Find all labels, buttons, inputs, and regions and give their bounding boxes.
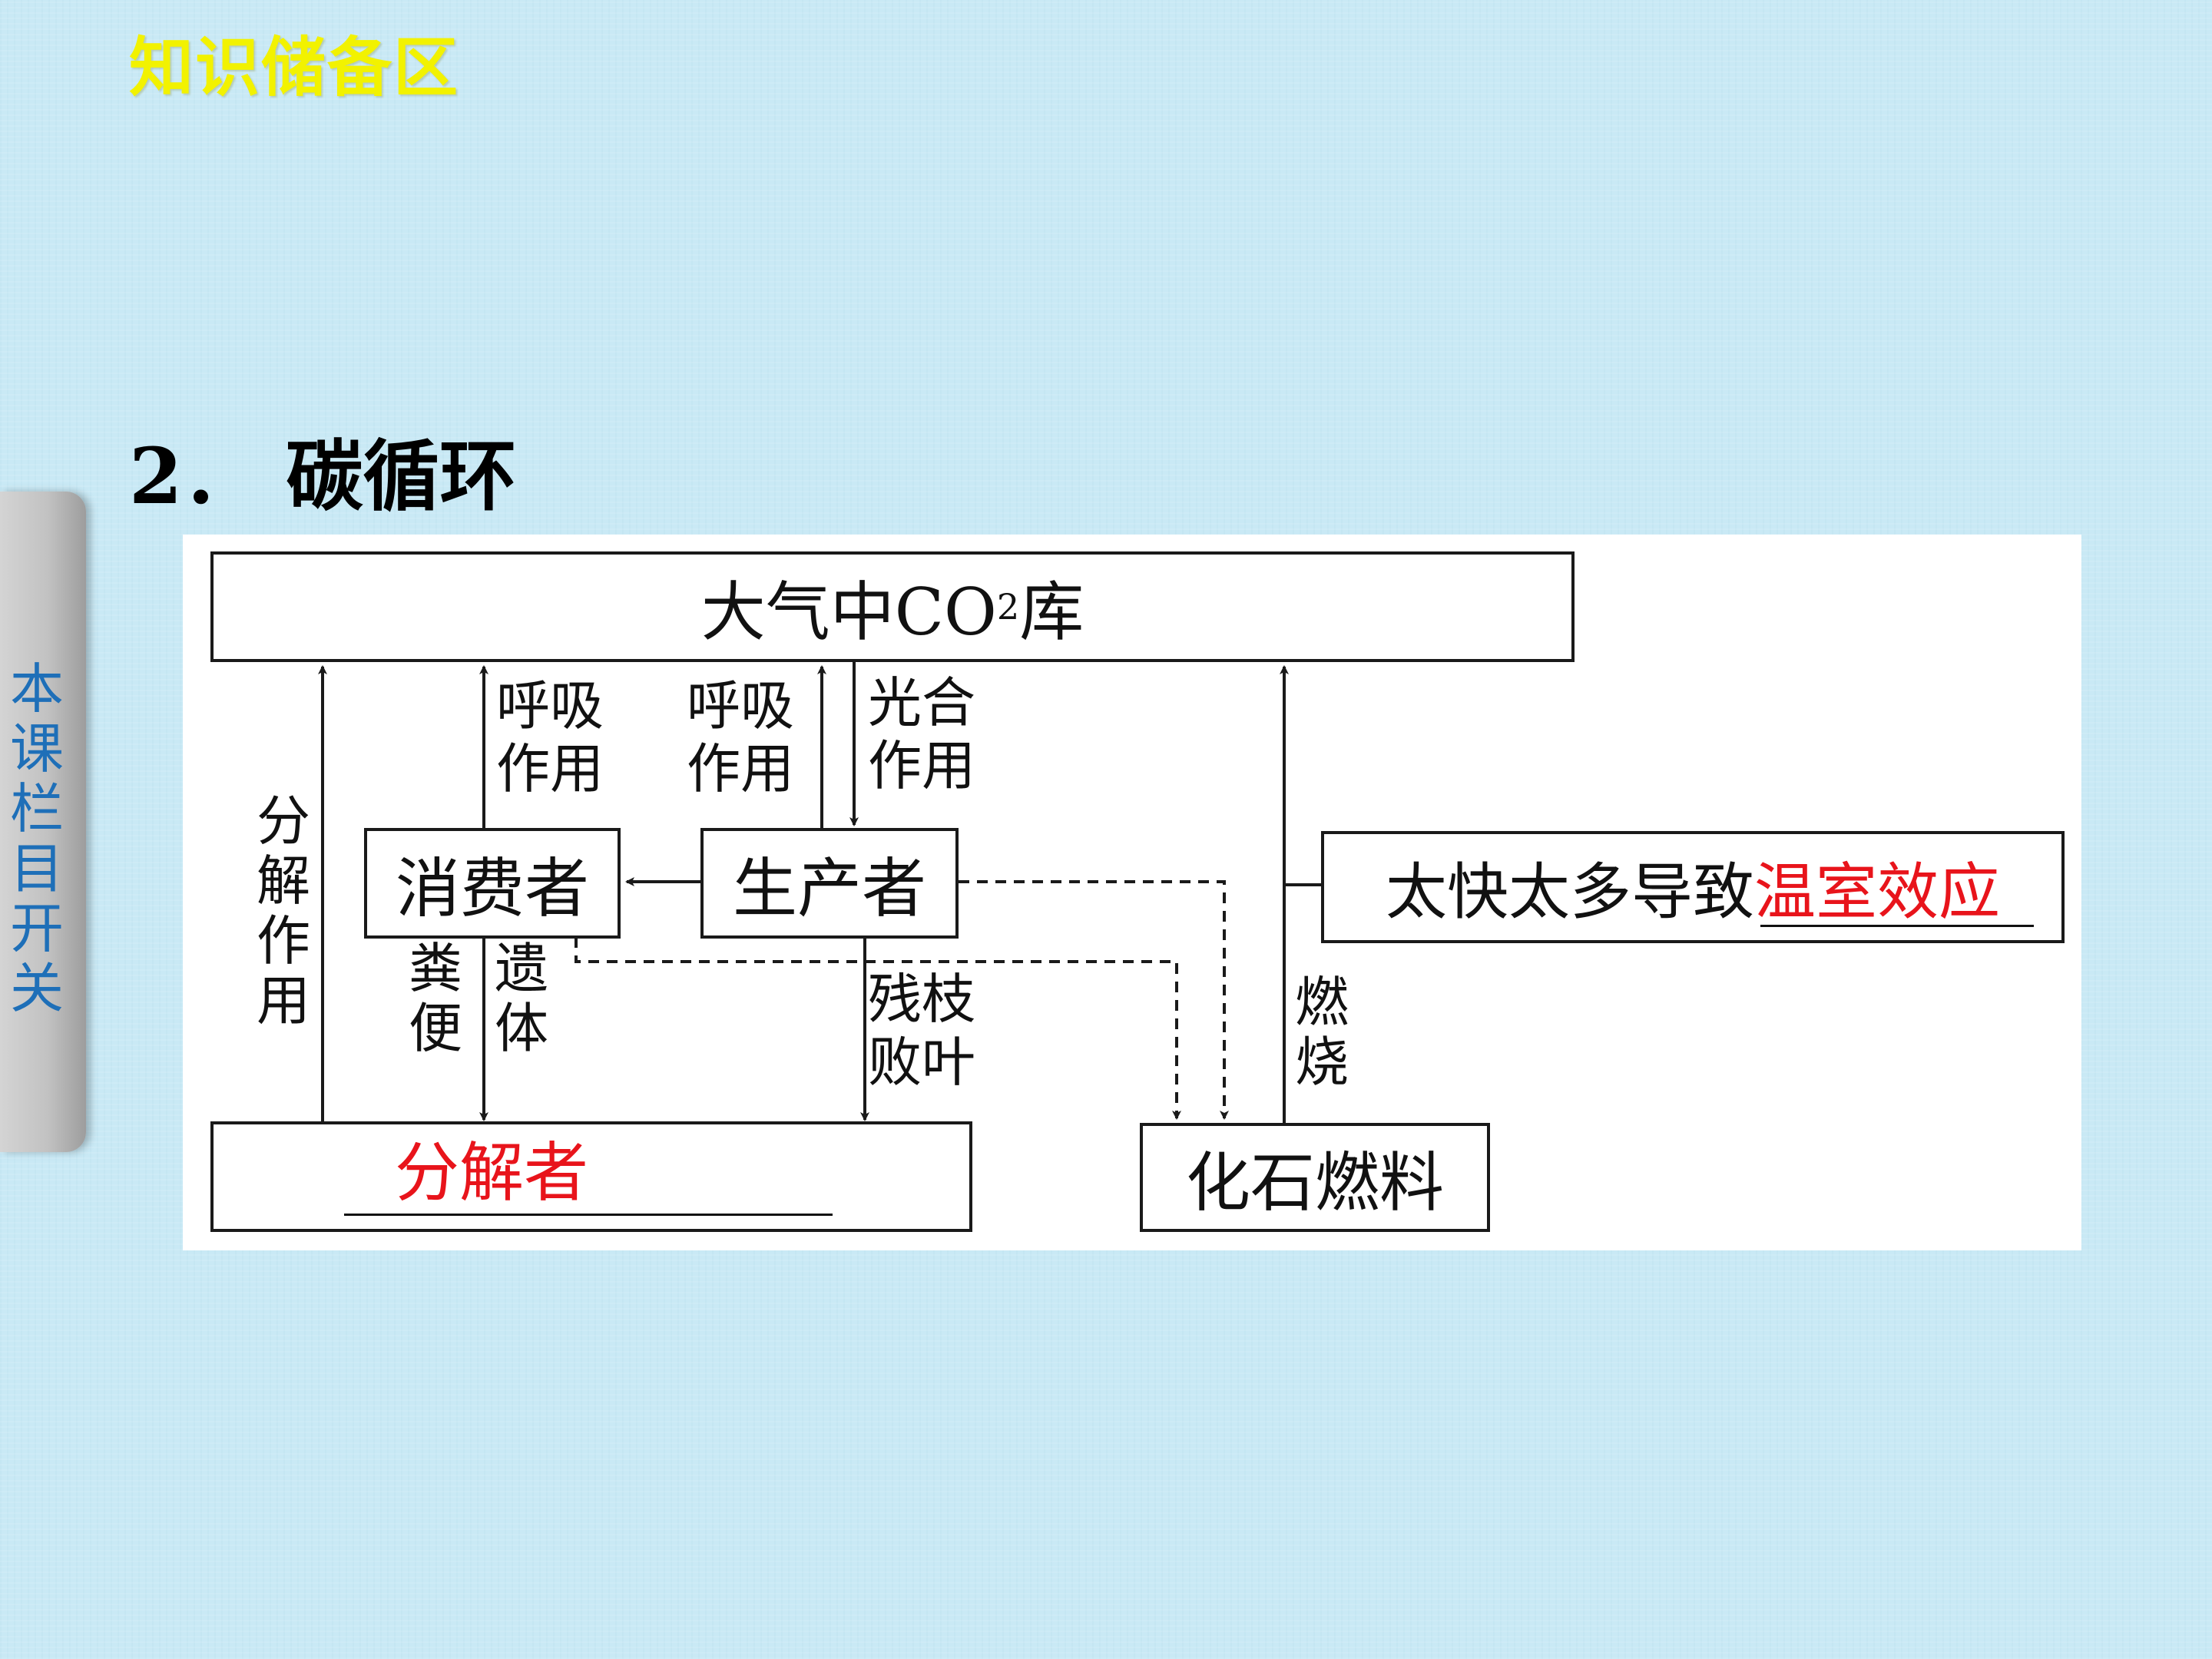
decomposer-box: 分解者	[210, 1121, 972, 1232]
consumer-label: 消费者	[395, 850, 589, 926]
label-consumer-respiration-1: 呼吸	[496, 674, 604, 737]
carbon-cycle-heading: 2． 碳循环	[129, 431, 517, 522]
label-combustion: 燃烧	[1295, 971, 1349, 1094]
label-feces: 粪便	[409, 937, 462, 1060]
dashed-consumer-to-fossil	[575, 937, 1181, 1120]
label-remains: 遗体	[495, 937, 548, 1060]
course-nav-toggle-tab[interactable]: 本课栏目开关	[0, 492, 86, 1152]
producer-box: 生产者	[700, 828, 959, 939]
label-litter-1: 残枝	[868, 968, 975, 1031]
atmosphere-prefix: 大气中CO	[700, 574, 997, 650]
decomposer-answer-underline	[344, 1214, 833, 1216]
greenhouse-prefix: 太快太多导致	[1386, 856, 1754, 928]
label-photosynthesis-1: 光合	[868, 671, 975, 734]
greenhouse-answer: 温室效应	[1754, 856, 2000, 928]
label-litter-2: 败叶	[868, 1031, 975, 1094]
section-title: 知识储备区	[129, 30, 460, 105]
label-producer-respiration-2: 作用	[687, 737, 794, 800]
fossil-fuel-box: 化石燃料	[1140, 1123, 1490, 1232]
atmosphere-subscript: 2	[996, 586, 1020, 628]
label-producer-respiration-1: 呼吸	[687, 674, 794, 737]
label-photosynthesis-2: 作用	[868, 734, 975, 797]
diagram-arrows	[318, 661, 1323, 1123]
greenhouse-effect-box: 太快太多导致温室效应	[1321, 831, 2065, 943]
label-decomposition: 分解作用	[257, 790, 310, 1032]
atmosphere-suffix: 库	[1019, 574, 1084, 650]
course-nav-toggle-label: 本课栏目开关	[10, 657, 64, 1020]
dashed-producer-to-fossil	[959, 880, 1229, 1120]
consumer-box: 消费者	[364, 828, 621, 939]
label-consumer-respiration-2: 作用	[496, 737, 604, 800]
producer-label: 生产者	[732, 850, 926, 926]
decomposer-answer: 分解者	[394, 1134, 588, 1210]
fossil-fuel-label: 化石燃料	[1185, 1144, 1444, 1220]
greenhouse-answer-underline	[1760, 925, 2034, 927]
